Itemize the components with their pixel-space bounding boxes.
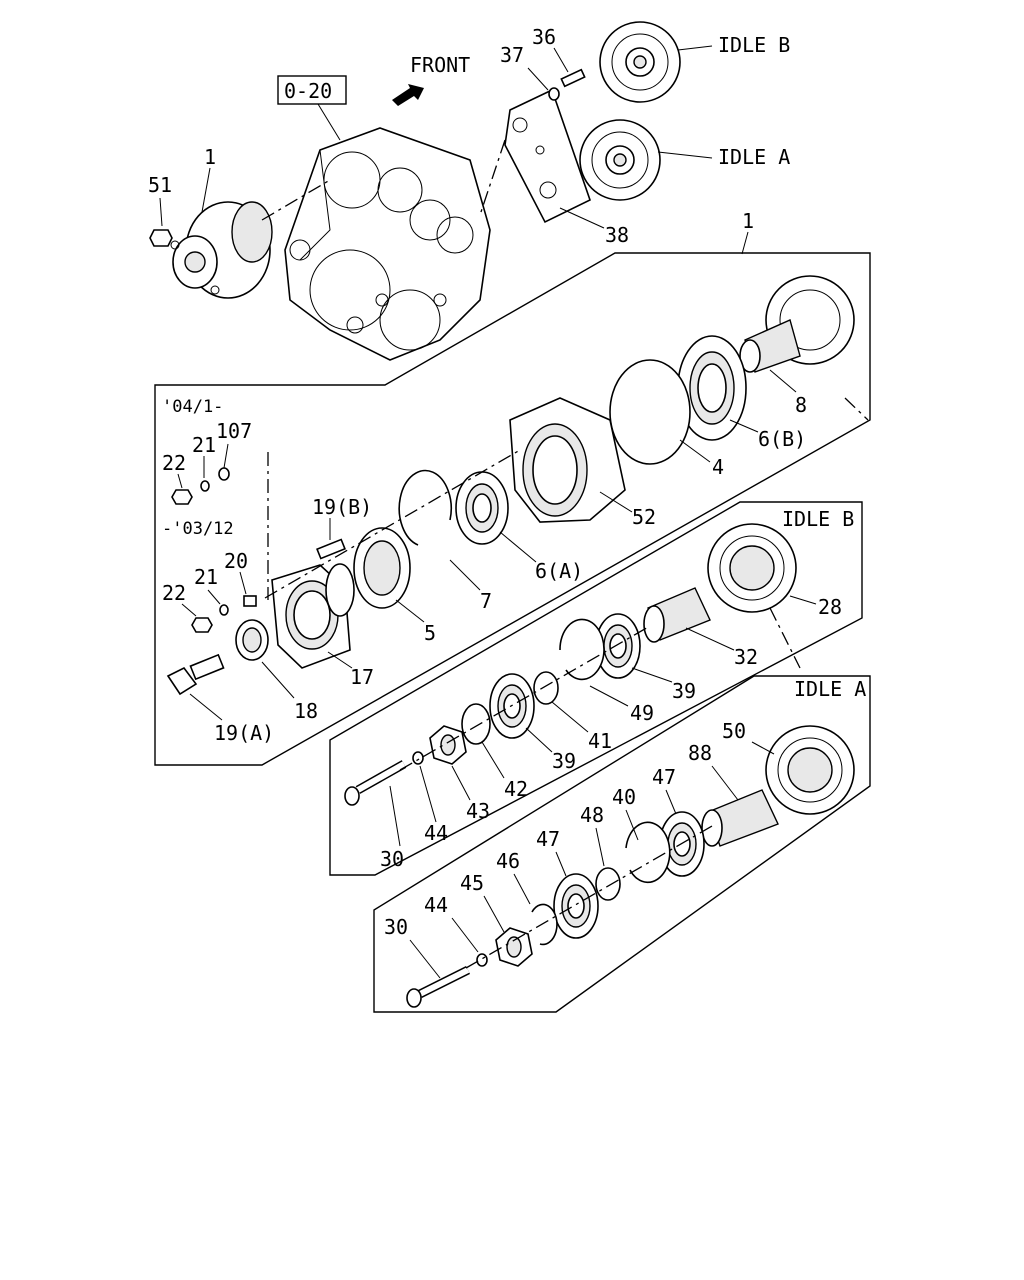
flange-17 (271, 563, 355, 669)
seal-5 (353, 527, 411, 609)
part-1-left: 1 (204, 145, 216, 169)
ring-48 (595, 867, 621, 901)
part-39b: 39 (552, 749, 576, 773)
part-44b: 44 (424, 893, 448, 917)
idle-a-outline (373, 675, 871, 1013)
part-1-group: 1 (742, 209, 754, 233)
part-36: 36 (532, 25, 556, 49)
washer-21b (219, 604, 229, 616)
ref-box-label: 0-20 (284, 79, 332, 103)
bushing-18 (235, 619, 269, 661)
part-8: 8 (795, 393, 807, 417)
idle-gear-assembly-left (170, 201, 273, 299)
o-ring-4 (609, 359, 691, 465)
part-46: 46 (496, 849, 520, 873)
idle-b-label-top: IDLE B (718, 33, 790, 57)
part-43: 43 (466, 799, 490, 823)
ring-41 (533, 671, 559, 705)
part-41: 41 (588, 729, 612, 753)
washer-107 (218, 467, 230, 481)
part-22a: 22 (162, 451, 186, 475)
date-from-label: '04/1- (162, 397, 223, 417)
washer-37 (548, 87, 560, 101)
idle-b-gear-top (599, 21, 681, 103)
group-1-outline (154, 252, 871, 766)
idle-b-label-box: IDLE B (782, 507, 854, 531)
nut-22a (171, 489, 193, 505)
idle-a-label-box: IDLE A (794, 677, 866, 701)
bolt-19b (316, 538, 346, 560)
part-17: 17 (350, 665, 374, 689)
gear-28 (707, 523, 797, 613)
nut-45 (495, 927, 533, 967)
part-6a: 6(A) (535, 559, 583, 583)
part-5: 5 (424, 621, 436, 645)
front-label: FRONT (410, 53, 470, 77)
part-21b: 21 (194, 565, 218, 589)
bearing-6a (455, 471, 509, 545)
part-88: 88 (688, 741, 712, 765)
gear-50 (765, 725, 855, 815)
snap-ring-46 (531, 903, 558, 946)
date-to-label: -'03/12 (162, 519, 234, 539)
snap-ring-40 (625, 821, 671, 884)
bearing-47b (553, 873, 599, 939)
part-30a: 30 (380, 847, 404, 871)
bolt-36 (560, 68, 586, 88)
part-30b: 30 (384, 915, 408, 939)
part-50: 50 (722, 719, 746, 743)
part-39a: 39 (672, 679, 696, 703)
part-52: 52 (632, 505, 656, 529)
idle-b-outline (329, 501, 863, 876)
snap-ring-7 (398, 469, 452, 546)
ref-box (277, 75, 347, 105)
gasket-38 (504, 88, 591, 224)
part-21a: 21 (192, 433, 216, 457)
nut-22b (191, 617, 213, 633)
part-47a: 47 (652, 765, 676, 789)
housing-52 (509, 397, 626, 523)
part-40: 40 (612, 785, 636, 809)
part-38: 38 (605, 223, 629, 247)
part-19a: 19(A) (214, 721, 274, 745)
part-19b: 19(B) (312, 495, 372, 519)
part-6b: 6(B) (758, 427, 806, 451)
washer-44a (412, 751, 424, 765)
bolt-30b (406, 965, 471, 1008)
part-28: 28 (818, 595, 842, 619)
part-49: 49 (630, 701, 654, 725)
part-32: 32 (734, 645, 758, 669)
idle-a-label-top: IDLE A (718, 145, 790, 169)
part-51: 51 (148, 173, 172, 197)
part-48: 48 (580, 803, 604, 827)
bolt-30a (344, 760, 407, 806)
engine-block (284, 127, 491, 361)
part-107: 107 (216, 419, 252, 443)
part-44a: 44 (424, 821, 448, 845)
ring-42 (461, 703, 491, 745)
nut-43 (429, 725, 467, 765)
spacer-20 (243, 595, 257, 607)
washer-21a (200, 480, 210, 492)
part-4: 4 (712, 455, 724, 479)
bearing-39a (595, 613, 641, 679)
part-47b: 47 (536, 827, 560, 851)
bolt-19a (166, 653, 225, 696)
nut-51 (149, 229, 173, 247)
part-18: 18 (294, 699, 318, 723)
front-arrow-icon (392, 84, 424, 106)
part-37: 37 (500, 43, 524, 67)
part-45: 45 (460, 871, 484, 895)
snap-ring-49 (559, 618, 605, 681)
part-22b: 22 (162, 581, 186, 605)
idle-a-gear-top (579, 119, 661, 201)
part-20: 20 (224, 549, 248, 573)
part-7: 7 (480, 589, 492, 613)
washer-44b (476, 953, 488, 967)
part-42: 42 (504, 777, 528, 801)
